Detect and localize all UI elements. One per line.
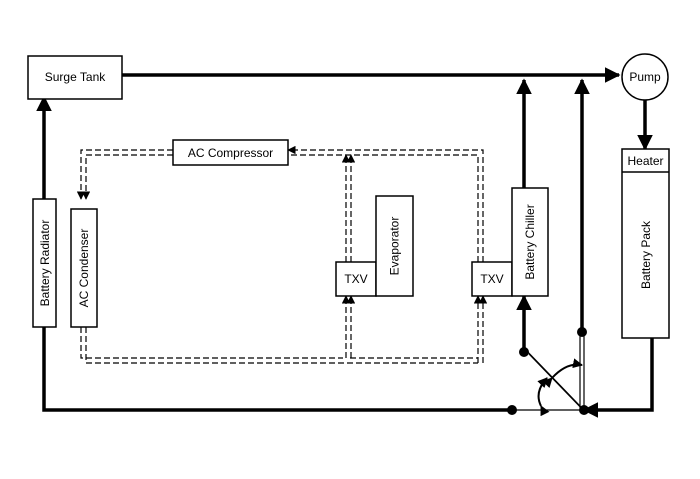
battery-radiator: Battery Radiator: [32, 198, 57, 328]
heater-label: Heater: [627, 154, 663, 168]
pack-return-line: [582, 338, 654, 418]
coolant-lines: [36, 67, 654, 418]
junction-dots: [507, 327, 589, 415]
battery-pack-label: Battery Pack: [639, 220, 653, 289]
ac-condenser: AC Condenser: [70, 208, 98, 328]
battery-chiller-label: Battery Chiller: [523, 204, 537, 279]
pump: Pump: [621, 53, 669, 101]
refrigerant-lines: [76, 145, 488, 364]
evaporator-assembly: TXV Evaporator: [335, 195, 414, 297]
ac-compressor-label: AC Compressor: [188, 146, 273, 160]
ac-compressor: AC Compressor: [172, 139, 289, 166]
battery-pack-assembly: Heater Battery Pack: [621, 148, 670, 339]
ac-condenser-label: AC Condenser: [77, 229, 91, 308]
valve-rotation-arcs: [537, 358, 583, 417]
txv-chiller-label: TXV: [480, 272, 503, 286]
surge-tank-label: Surge Tank: [45, 70, 106, 84]
txv-evaporator-label: TXV: [344, 272, 367, 286]
junction-dot: [507, 405, 517, 415]
evaporator-label: Evaporator: [388, 217, 402, 276]
valve-arc-lower: [537, 377, 550, 417]
junction-dot: [519, 347, 529, 357]
pump-label: Pump: [629, 70, 661, 84]
valve-arc-upper: [542, 358, 583, 388]
surge-tank: Surge Tank: [27, 55, 123, 100]
junction-dot: [579, 405, 589, 415]
bottom-return-line: [42, 327, 512, 412]
battery-radiator-label: Battery Radiator: [38, 220, 52, 307]
chiller-assembly: TXV Battery Chiller: [471, 187, 549, 297]
junction-dot: [577, 327, 587, 337]
